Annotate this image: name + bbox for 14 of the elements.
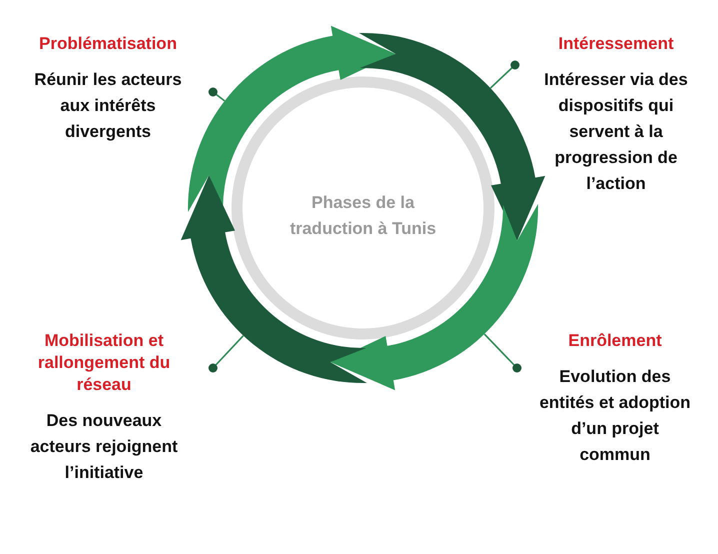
phase-title: Intéressement [557,33,675,55]
leader-line [208,335,244,372]
phase-title: Problématisation [38,33,178,55]
phase-description: Des nouveaux acteurs rejoignent l’initiative [29,410,179,484]
phase-title: Enrôlement [567,330,663,352]
phase-description: Intéresser via des dispositifs qui servent à la progression de l’action [543,69,689,195]
leader-line [208,88,226,102]
phase-description: Réunir les acteurs aux intérêts divergents [33,69,183,143]
center-title: Phases de la traduction à Tunis [288,192,438,240]
leader-line [484,334,522,372]
leader-line [490,60,520,89]
phase-title: Mobilisation et rallongement du réseau [36,330,172,396]
phase-description: Evolution des entités et adoption d’un projet commun [538,366,692,466]
ring-arrow-segment [188,26,396,212]
